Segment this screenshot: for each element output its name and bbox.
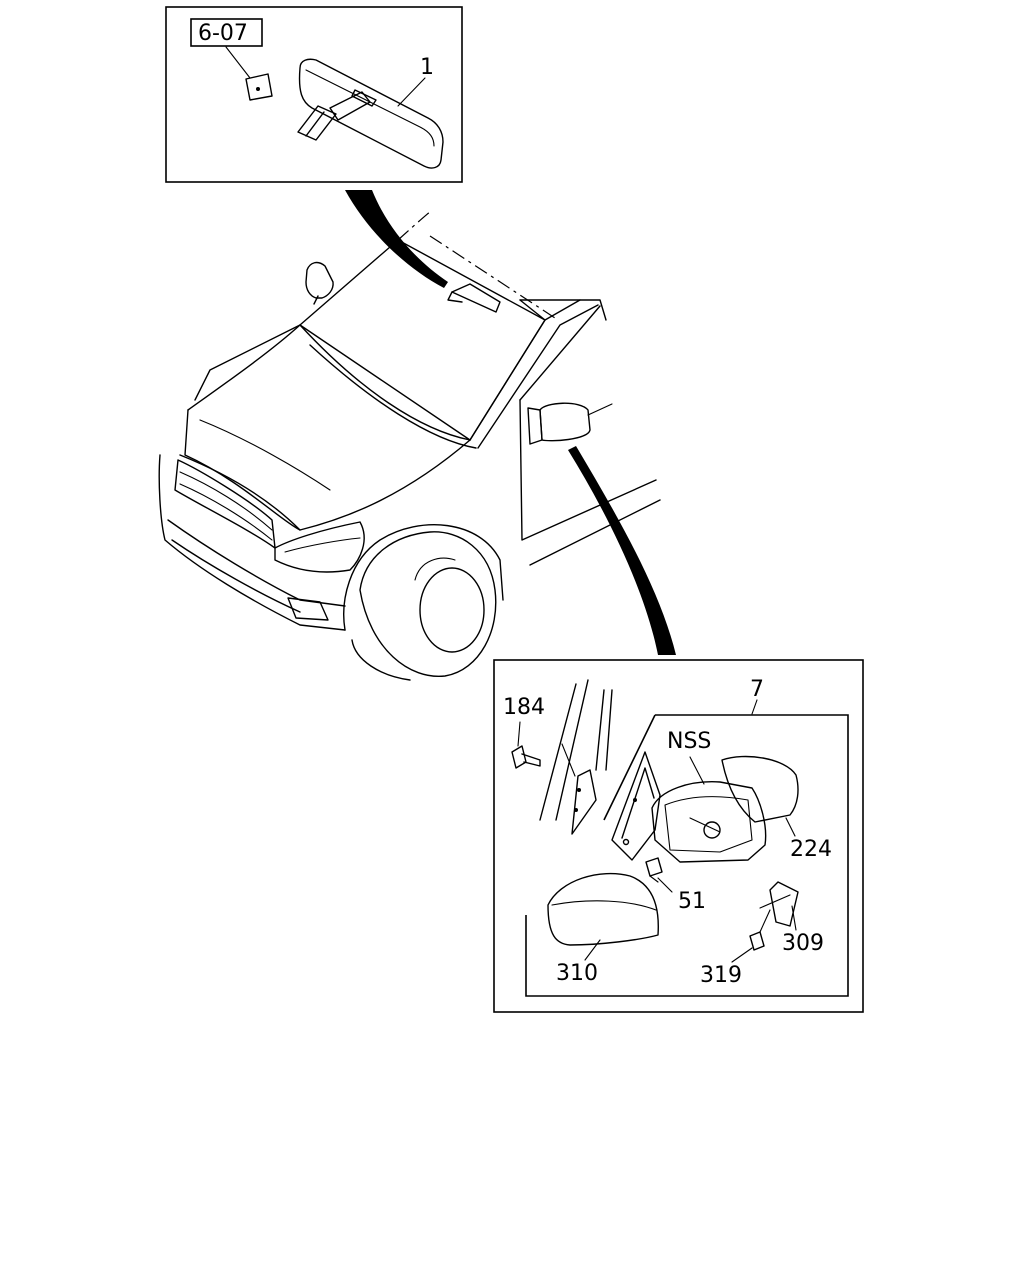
front-tyre (359, 531, 497, 678)
inner-mirror-detail-frame (165, 6, 463, 183)
label-nut: 51 (678, 889, 706, 914)
nut (645, 857, 663, 877)
fog-light (287, 597, 329, 621)
door-mount-plate (571, 769, 597, 835)
headlight (274, 521, 365, 573)
inner-mirror-detail: 6-07 1 (165, 6, 463, 183)
mirror-glass (721, 755, 799, 823)
inner-mirror-mount (297, 105, 337, 141)
label-glass: 224 (790, 837, 832, 862)
bolt (511, 745, 527, 769)
vehicle-outline (158, 209, 661, 681)
vehicle-side-mirror (539, 402, 591, 442)
label-cover: 310 (556, 961, 598, 986)
vehicle-left-mirror (305, 261, 334, 299)
label-bolt: 184 (503, 695, 545, 720)
inner-mirror-body (298, 58, 444, 169)
ref-box (190, 18, 263, 47)
label-nss: NSS (667, 729, 711, 754)
label-screw: 319 (700, 963, 742, 988)
mirror-housing (651, 781, 767, 863)
front-wheel-rim (419, 567, 485, 653)
label-inner-mirror: 1 (420, 55, 434, 80)
screw (749, 931, 765, 951)
windshield-inner-mirror (451, 283, 501, 313)
label-mirror-assembly: 7 (750, 677, 764, 702)
mirror-bracket-clip (245, 73, 273, 101)
outside-mirror-detail-frame (493, 659, 864, 1013)
mirror-cover (547, 872, 659, 946)
label-bracket: 309 (782, 931, 824, 956)
mirror-assembly-frame (525, 714, 849, 997)
outside-mirror-detail: 7 184 NSS 224 51 (493, 659, 864, 1013)
callout-arrow-top (345, 190, 448, 288)
leader-inner-mirror (397, 77, 426, 107)
mirror-base (611, 751, 661, 861)
ref-box-label: 6-07 (198, 21, 248, 46)
callout-arrow-bottom (568, 446, 676, 655)
inner-mirror-stem (329, 91, 371, 121)
leader-ref (225, 46, 251, 79)
bracket (769, 881, 799, 927)
